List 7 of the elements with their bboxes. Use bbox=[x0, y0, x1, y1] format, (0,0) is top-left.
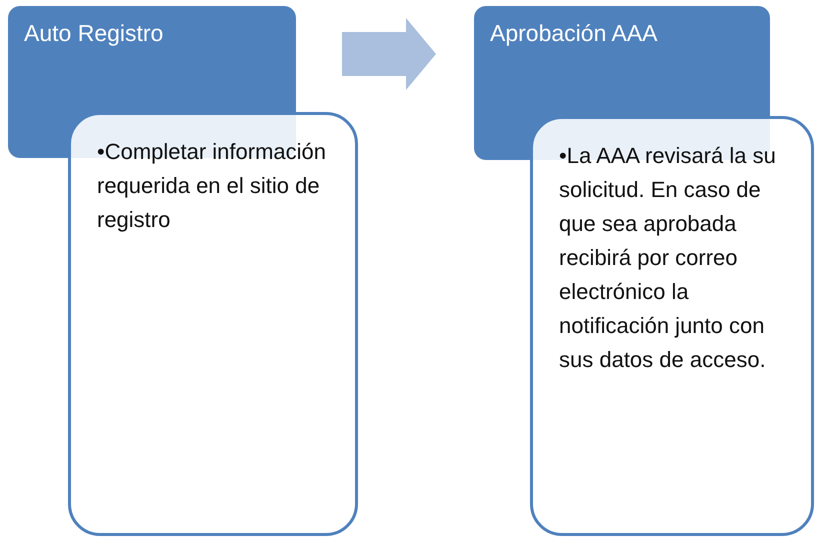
content-box bbox=[68, 112, 358, 536]
content-box bbox=[530, 116, 814, 536]
step-description: •La AAA revisará la su solicitud. En caso de que sea aprobada recibirá por correo electrónico la notificación junto con sus datos de acceso. bbox=[559, 142, 777, 374]
step-description: •Completar información requerida en el sitio de registro bbox=[97, 138, 328, 234]
block-arrow bbox=[342, 18, 436, 90]
step-title: Aprobación AAA bbox=[490, 20, 659, 47]
step-title: Auto Registro bbox=[24, 20, 164, 47]
